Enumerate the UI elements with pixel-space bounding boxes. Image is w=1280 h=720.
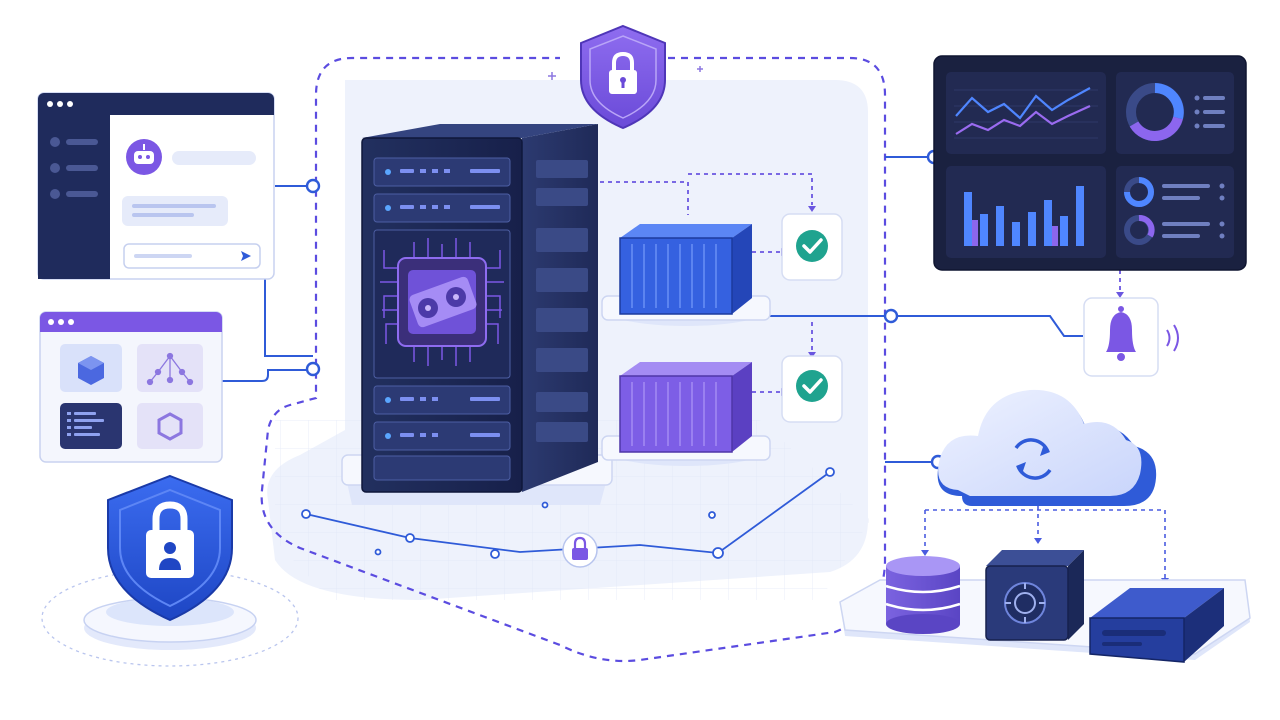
storage-drive-icon (1089, 588, 1224, 663)
components-window-icon (39, 311, 223, 463)
cloud-fanout (924, 506, 1166, 578)
container-icon (601, 224, 771, 326)
check-icon (781, 213, 843, 281)
gpu-chip-icon (380, 238, 504, 366)
flow-arrows (600, 173, 1121, 393)
vault-safe-icon (985, 550, 1084, 641)
cloud-sync-icon (937, 389, 1157, 506)
cube-icon (78, 356, 104, 385)
code-icon (67, 412, 104, 436)
database-icon (885, 556, 961, 634)
send-icon (241, 251, 251, 261)
sparkles (548, 66, 703, 80)
bell-alert-icon (1083, 297, 1179, 377)
robot-icon (126, 139, 162, 175)
lock-shield-icon (580, 24, 666, 130)
security-boundary (260, 56, 887, 663)
chat-window-icon (37, 92, 275, 280)
container-icon (601, 362, 771, 466)
hexagon-icon (157, 412, 183, 441)
connectors (222, 156, 1083, 463)
network-graph-icon (146, 352, 194, 386)
user-lock-shield-icon (41, 474, 299, 667)
check-icon (781, 355, 843, 423)
monitoring-dashboard-icon (933, 55, 1247, 271)
lock-icon (562, 532, 598, 568)
